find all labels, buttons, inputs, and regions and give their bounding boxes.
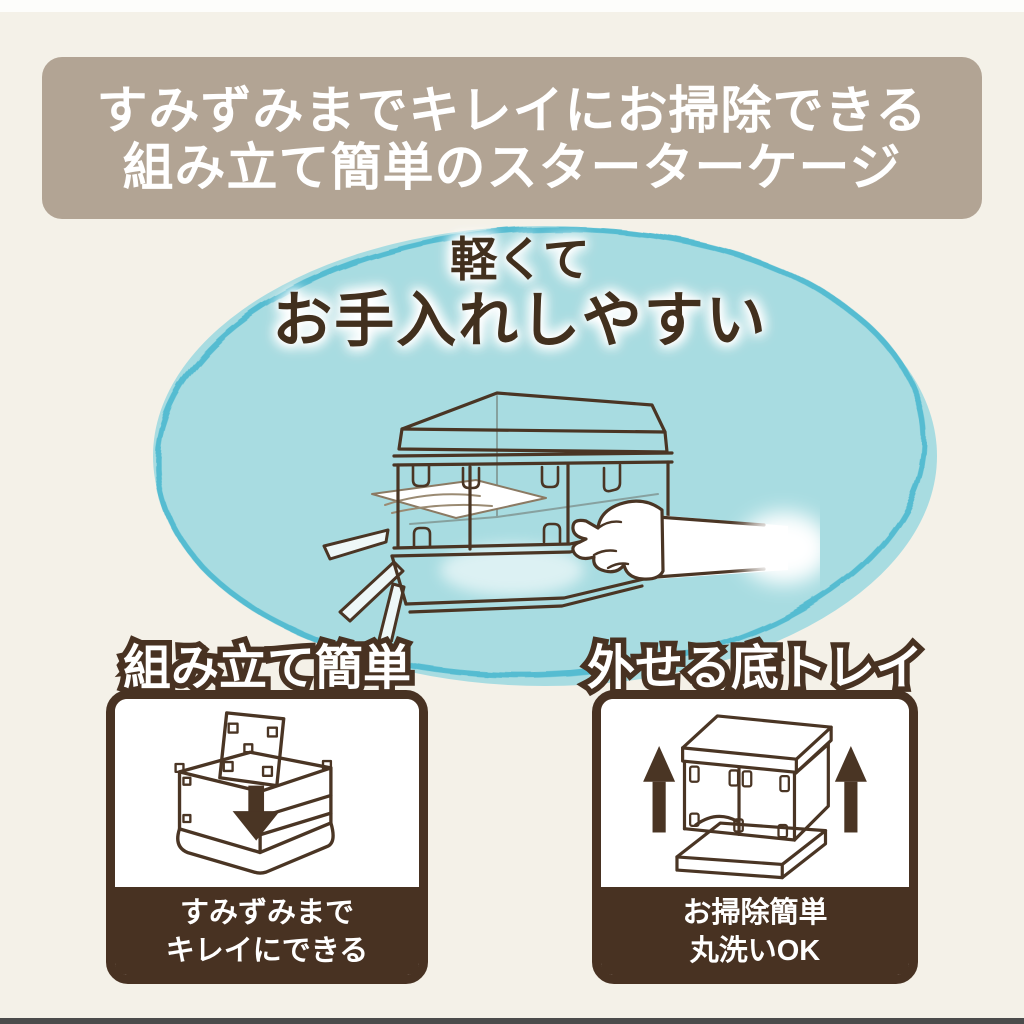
feature-caption-tray: お掃除簡単 丸洗いOK	[601, 887, 909, 975]
cage-lift-off-tray-icon	[643, 714, 867, 880]
bubble-line-2: お手入れしやすい	[272, 287, 768, 354]
top-edge-strip	[0, 0, 1024, 12]
bubble-line-1: 軽くて	[450, 233, 590, 286]
feature-card-tray: 外せる底トレイ 外せる底トレイ	[581, 637, 929, 984]
banner-line-2: 組み立て簡単のスターターケージ	[122, 139, 902, 196]
hand-illustration	[571, 499, 820, 584]
banner-line-1: すみずみまでキレイにお掃除できる	[96, 82, 928, 139]
down-arrow-icon	[232, 785, 280, 841]
feature-title-assembly: 組み立て簡単 組み立て簡単	[117, 637, 416, 701]
feature-caption-assembly: すみずみまで キレイにできる	[115, 887, 419, 975]
bubble-title: 軽くて お手入れしやすい	[0, 233, 1024, 355]
shake-motion-lines	[322, 528, 406, 642]
cage-assembly-panel-drop-icon	[174, 711, 335, 875]
up-arrow-icon	[643, 746, 867, 833]
feature-title-tray: 外せる底トレイ 外せる底トレイ	[581, 637, 928, 701]
hand-holding-cage-illustration	[322, 391, 820, 642]
bottom-edge-bar	[0, 1018, 1024, 1024]
feature-card-assembly: 組み立て簡単 組み立て簡単	[106, 637, 428, 984]
header-banner: すみずみまでキレイにお掃除できる 組み立て簡単のスターターケージ	[42, 57, 982, 219]
